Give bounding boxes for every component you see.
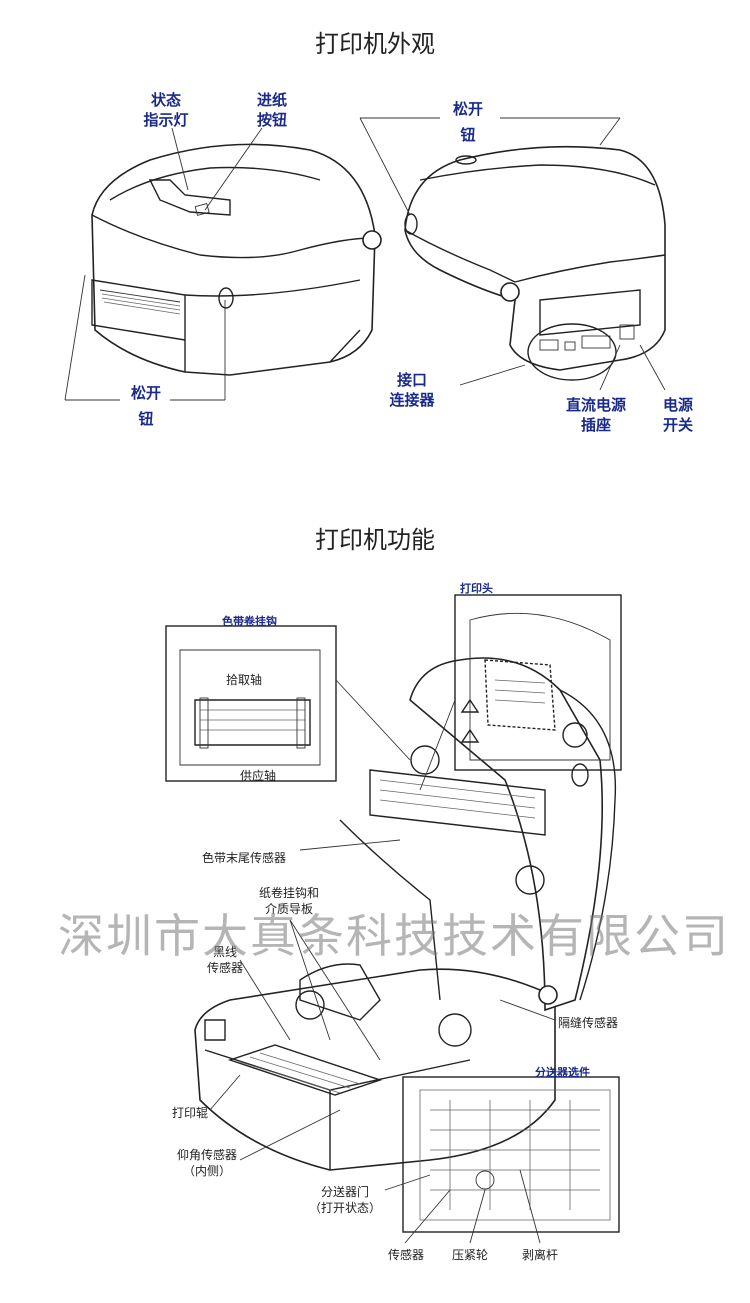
- take-up-spindle-label: 拾取轴: [226, 673, 263, 687]
- ribbon-inset-illustration: [179, 649, 321, 766]
- ribbon-out-sensor-label: 色带末尾传感器: [202, 851, 287, 865]
- roll-hanger-guide-label: 纸卷挂钩和 介质导板: [258, 886, 319, 916]
- release-button-left-label: 松开 钮: [130, 384, 161, 428]
- printer-rear-illustration: [404, 145, 666, 381]
- feed-button-label: 进纸 按钮: [256, 91, 287, 129]
- sensor-label: 传感器: [388, 1248, 425, 1262]
- dc-power-socket-label: 直流电源 插座: [565, 396, 626, 434]
- release-button-right-label: 松开 钮: [452, 100, 483, 144]
- power-switch-label: 电源 开关: [662, 396, 693, 434]
- status-light-label: 状态 指示灯: [143, 91, 189, 129]
- peel-bar-label: 剥离杆: [522, 1248, 559, 1262]
- ribbon-hook-inset-frame: [165, 625, 337, 782]
- printhead-caption: 打印头: [460, 582, 493, 595]
- printhead-inset-illustration: [460, 612, 611, 761]
- dispenser-door-label: 分送器门 （打开状态）: [308, 1185, 381, 1215]
- interface-connector-label: 接口 连接器: [389, 371, 435, 409]
- watermark: 深圳市大真条科技技术有限公司: [58, 909, 730, 963]
- open-printer-illustration: [194, 657, 617, 1171]
- black-line-sensor-label: 黑线 传感器: [206, 945, 243, 975]
- supply-spindle-label: 供应轴: [240, 769, 277, 783]
- printer-front-illustration: [91, 143, 382, 376]
- platen-roller-label: 打印辊: [172, 1106, 209, 1120]
- functions-title: 打印机功能: [315, 526, 435, 554]
- dispenser-caption: 分送器选件: [535, 1066, 590, 1079]
- pinch-roller-label: 压紧轮: [452, 1248, 489, 1262]
- dispenser-inset-illustration: [419, 1089, 611, 1221]
- gap-sensor-label: 隔缝传感器: [558, 1016, 619, 1030]
- appearance-title: 打印机外观: [315, 30, 435, 58]
- ribbon-hook-caption: 色带卷挂钩: [222, 615, 277, 628]
- head-up-sensor-label: 仰角传感器 （内侧）: [176, 1148, 237, 1178]
- dispenser-inset-frame: [402, 1076, 620, 1233]
- printhead-inset-frame: [454, 594, 622, 771]
